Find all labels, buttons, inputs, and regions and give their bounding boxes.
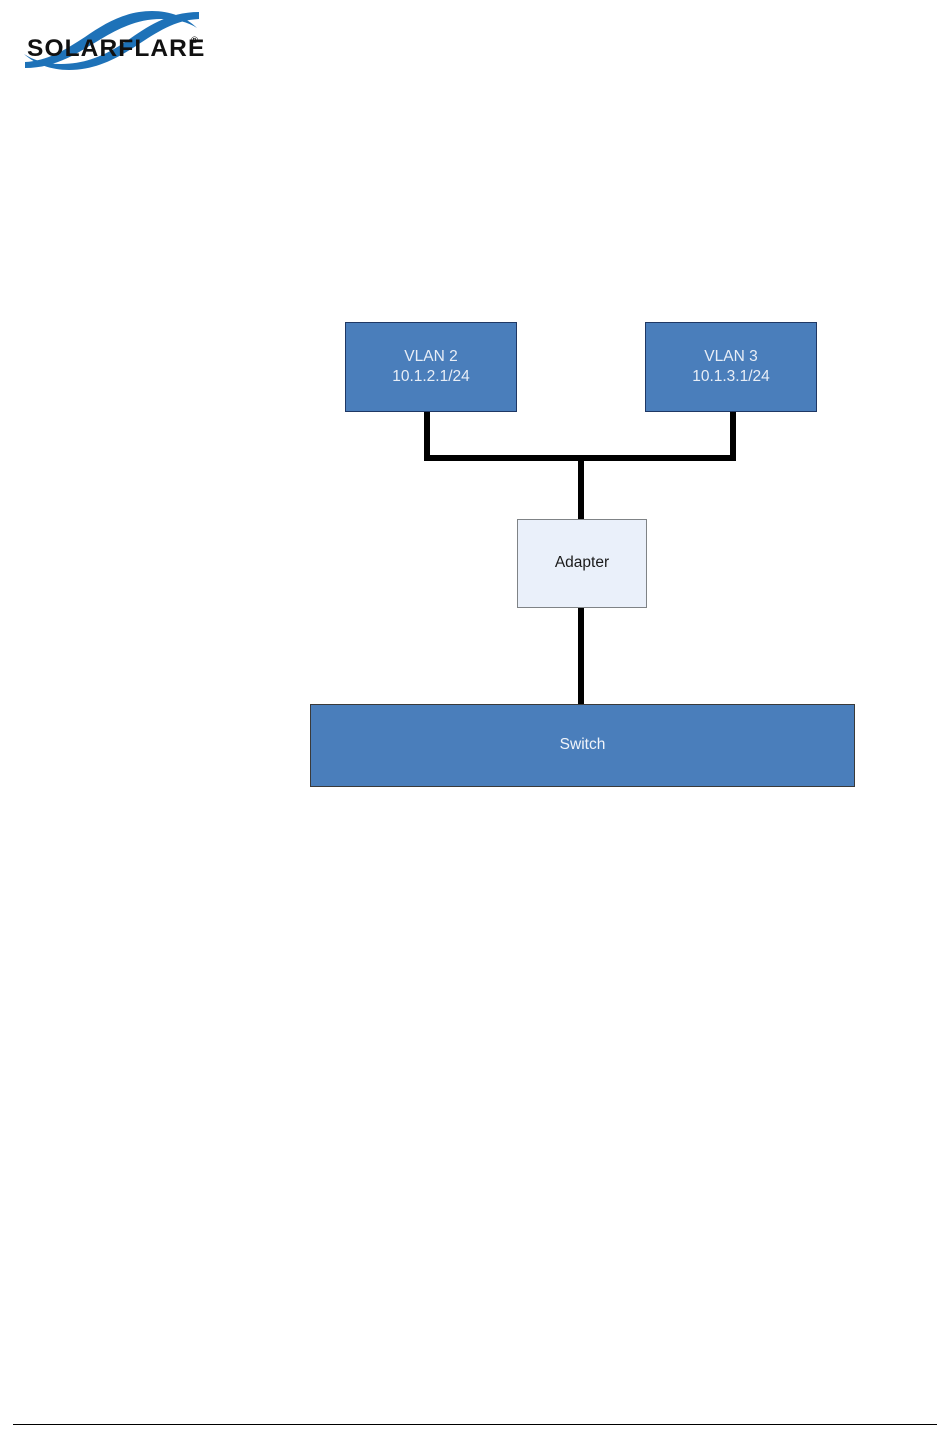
node-vlan2-address: 10.1.2.1/24 — [392, 368, 470, 385]
logo-wordmark: SOLARFLARE — [27, 35, 205, 62]
node-switch-label: Switch — [559, 736, 606, 754]
logo-swoosh-upper — [24, 12, 199, 70]
solarflare-logo-svg: SOLARFLARE ® — [24, 11, 205, 70]
node-vlan2[interactable]: VLAN 2 10.1.2.1/24 — [345, 322, 517, 412]
node-vlan3[interactable]: VLAN 3 10.1.3.1/24 — [645, 322, 817, 412]
logo-registered-mark: ® — [191, 35, 198, 46]
node-vlan3-address: 10.1.3.1/24 — [692, 368, 770, 385]
network-topology-diagram: VLAN 2 10.1.2.1/24 VLAN 3 10.1.3.1/24 Ad… — [310, 322, 855, 787]
node-vlan2-label: VLAN 2 — [404, 347, 458, 365]
footer-divider — [13, 1424, 937, 1425]
logo-swoosh-lower — [25, 11, 197, 68]
diagram-connectors — [424, 411, 736, 705]
node-adapter-label: Adapter — [554, 554, 610, 572]
node-adapter[interactable]: Adapter — [517, 519, 647, 608]
solarflare-logo: SOLARFLARE ® — [13, 6, 213, 78]
node-switch[interactable]: Switch — [310, 704, 855, 787]
node-vlan3-label: VLAN 3 — [704, 347, 758, 365]
